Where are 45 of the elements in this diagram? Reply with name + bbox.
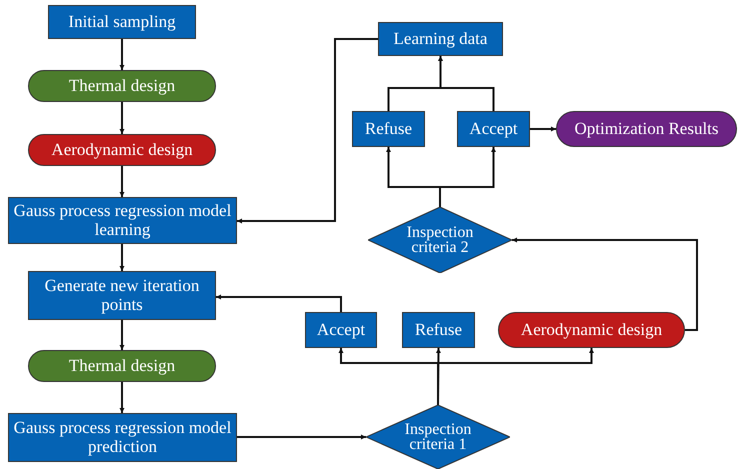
terminal-pill — [498, 312, 685, 348]
node-text: Learning data — [392, 30, 488, 48]
node-text: Inspection criteria 1 — [404, 422, 472, 452]
arrow — [237, 38, 378, 224]
arrow — [120, 320, 124, 350]
node-text: Refuse — [414, 320, 464, 340]
arrow — [120, 244, 124, 271]
node-text: Aerodynamic design — [520, 320, 664, 340]
process-box — [305, 312, 377, 348]
terminal-pill — [28, 350, 216, 382]
arrow — [216, 294, 342, 312]
node-text: Accept — [316, 320, 366, 340]
node-text: Inspection criteria 2 — [406, 224, 474, 256]
arrow — [437, 348, 594, 405]
terminal-pill — [28, 70, 216, 102]
arrow — [120, 166, 124, 197]
arrow — [120, 102, 124, 134]
process-box — [402, 312, 475, 348]
node-text: Gauss process regression model learning — [12, 202, 232, 240]
node-text: Refuse — [364, 120, 414, 138]
arrow — [120, 39, 124, 70]
node-text: Generate new iteration points — [44, 276, 200, 314]
arrow — [439, 147, 496, 207]
process-box — [457, 111, 530, 147]
process-box — [48, 5, 196, 39]
node-text: Optimization Results — [573, 120, 720, 138]
arrow — [530, 126, 556, 132]
process-box — [28, 271, 216, 320]
node-text: Thermal design — [68, 76, 176, 96]
process-box — [378, 22, 503, 56]
arrow — [120, 382, 124, 413]
terminal-pill — [556, 111, 737, 147]
decision-diamond — [366, 405, 510, 469]
node-text: Initial sampling — [67, 12, 177, 32]
process-box — [8, 413, 237, 462]
node-text: Gauss process regression model prediction — [12, 418, 232, 456]
node-text: Aerodynamic design — [50, 140, 194, 160]
terminal-pill — [28, 134, 216, 166]
process-box — [352, 111, 425, 147]
arrow — [512, 238, 698, 331]
node-text: Accept — [468, 120, 519, 138]
decision-diamond — [368, 207, 512, 273]
arrow — [438, 56, 494, 111]
arrow — [237, 434, 366, 440]
node-text: Thermal design — [68, 356, 176, 376]
